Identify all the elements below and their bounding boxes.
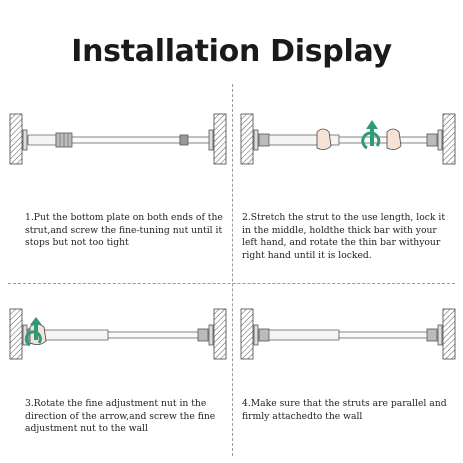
horizontal-divider <box>8 283 455 284</box>
page-title: Installation Display <box>71 34 392 69</box>
step-2-caption: 2.Stretch the strut to the use length, l… <box>242 212 446 261</box>
step-3-caption: 3.Rotate the fine adjustment nut in the … <box>25 398 216 434</box>
left-hand-icon <box>316 128 332 150</box>
step-4-caption: 4.Make sure that the struts are parallel… <box>242 398 447 422</box>
step-2-illustration <box>239 110 459 180</box>
right-hand-icon <box>386 128 402 150</box>
vertical-divider <box>232 84 233 456</box>
step-1-caption: 1.Put the bottom plate on both ends of t… <box>25 212 223 248</box>
step-3-illustration <box>8 305 230 375</box>
step-4-illustration <box>239 305 459 375</box>
step-1-illustration <box>8 110 230 180</box>
